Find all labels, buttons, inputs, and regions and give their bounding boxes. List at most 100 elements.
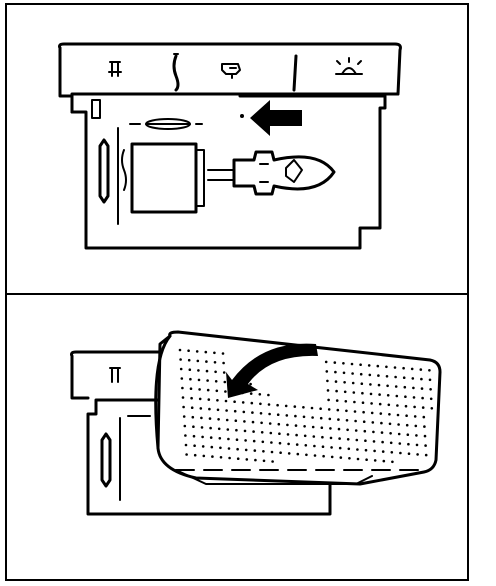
lens-dot (361, 391, 364, 395)
lens-dot (197, 378, 201, 382)
lens-dot (215, 389, 219, 393)
lens-dot (413, 415, 417, 418)
lens-dot (258, 393, 262, 396)
lens-dot (389, 432, 392, 435)
lens-dot (338, 446, 342, 450)
lens-dot (328, 417, 332, 421)
lens-dot (406, 433, 410, 437)
lens-dot (313, 454, 317, 457)
lens-dot (276, 413, 280, 417)
lens-dot (376, 364, 380, 368)
clip-bracket-body (145, 118, 191, 130)
lens-dot (430, 407, 434, 410)
lens-dot (206, 388, 210, 392)
lens-dot (206, 379, 209, 382)
lens-dot (369, 392, 373, 396)
lens-dot (353, 400, 356, 404)
lens-dot (402, 366, 405, 370)
lens-dot (326, 389, 330, 392)
lens-dot (235, 438, 239, 442)
lens-dot (245, 458, 249, 461)
lens-dot (233, 400, 236, 404)
lens-dot (319, 416, 323, 420)
lens-dot (254, 458, 257, 462)
lens-dot (372, 440, 376, 443)
lens-dot (279, 451, 282, 455)
lens-dot (227, 447, 231, 450)
lens-dot (359, 363, 362, 367)
lens-dot (201, 445, 205, 448)
lens-dot (213, 351, 216, 355)
lens-dot (251, 420, 255, 424)
lens-dot (394, 375, 397, 379)
lens-dot (217, 427, 221, 431)
lens-dot (421, 396, 424, 400)
lens-dot (320, 426, 324, 430)
lens-dot (346, 428, 349, 432)
interior-light-icon (108, 61, 122, 77)
lens-dot (184, 434, 187, 437)
lens-dot (209, 436, 213, 439)
lens-dot (185, 453, 188, 456)
lens-dot (260, 421, 263, 425)
lens-dot (342, 371, 346, 375)
lens-dot (382, 459, 386, 463)
lens-dot (214, 380, 218, 383)
lens-dot (183, 424, 187, 428)
lens-dot (303, 425, 306, 428)
lens-dot (191, 415, 195, 419)
lens-dot (311, 425, 315, 429)
lens-dot (293, 405, 297, 408)
lens-dot (421, 406, 425, 409)
lens-dot (321, 435, 324, 439)
bulb-leads (207, 169, 235, 181)
lens-dot (364, 448, 368, 452)
lens-dot (394, 385, 398, 388)
lens-dot (270, 441, 273, 444)
lamp-housing-bottom-edge (58, 46, 74, 114)
divider-icon (292, 54, 298, 92)
lens-dot (295, 433, 298, 437)
left-contact-lower (100, 432, 112, 488)
lens-dot (396, 413, 400, 417)
lens-dot (329, 427, 332, 430)
lens-dot (337, 427, 341, 431)
lens-dot (294, 424, 298, 427)
lens-dot (388, 422, 392, 426)
panel-install-cover (70, 330, 442, 516)
lens-dot (207, 398, 211, 401)
lens-dot (410, 367, 414, 371)
lens-dot (201, 435, 204, 439)
lens-dot (356, 448, 359, 451)
lens-dot (243, 429, 247, 433)
lens-dot (179, 358, 182, 361)
lens-dot (184, 443, 188, 447)
lens-dot (337, 418, 340, 421)
lens-dot (373, 449, 376, 453)
lens-dot (429, 397, 433, 401)
lens-dot (217, 418, 220, 421)
lens-dot (179, 367, 183, 371)
lens-dot (311, 416, 314, 419)
lens-dot (335, 389, 338, 393)
lens-dot (380, 421, 383, 425)
lens-dot (236, 457, 240, 461)
panel-remove-bulb (58, 42, 402, 250)
lens-dot (419, 368, 423, 371)
lens-dot (284, 404, 288, 408)
lens-dot (354, 419, 357, 423)
lens-dot (224, 390, 227, 393)
lens-dot (364, 439, 367, 443)
lens-dot (362, 420, 366, 424)
lens-dot (393, 366, 397, 369)
lens-dot (412, 396, 416, 399)
lens-dot (303, 434, 307, 438)
lens-dot (278, 432, 281, 436)
lens-dot (347, 447, 351, 451)
lens-dot (296, 452, 300, 456)
lens-dot (192, 425, 195, 429)
lens-dot (222, 371, 226, 374)
lens-dot (221, 352, 225, 355)
lens-dot (222, 361, 225, 365)
lens-dot (182, 415, 186, 418)
